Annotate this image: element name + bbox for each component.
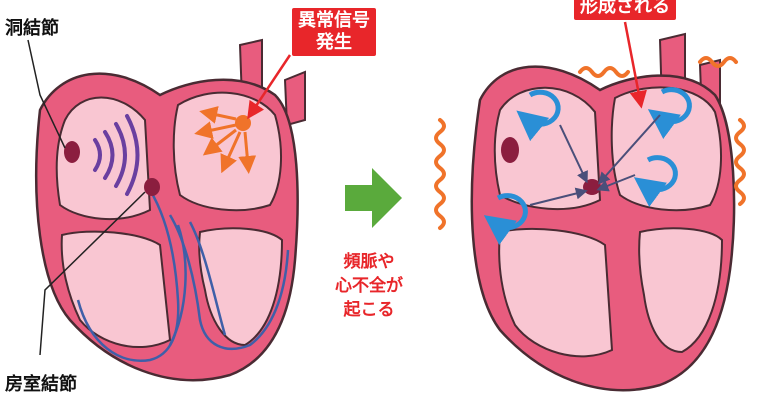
formed-pointer — [623, 21, 647, 109]
left-ventricle-1 — [60, 230, 172, 348]
right-heart — [434, 21, 746, 392]
av-node-marker-right — [583, 179, 601, 195]
av-node-leader — [39, 191, 146, 356]
left-atrium-2 — [172, 91, 283, 212]
transition-arrow — [345, 168, 402, 228]
abnormal-signal-source — [235, 115, 251, 131]
fibrillation-squiggles — [434, 56, 746, 230]
sa-node-label: 洞結節 — [5, 18, 59, 39]
conduction-pathway — [76, 189, 290, 362]
left-atrium-1 — [55, 96, 152, 221]
abnormal-signal-label: 異常信号 発生 — [292, 8, 376, 56]
formed-label: 形成される — [574, 0, 676, 20]
reentry-circles — [483, 87, 692, 245]
right-ventricle-1 — [498, 227, 614, 358]
av-node-marker — [144, 178, 160, 196]
right-ventricle-2 — [638, 227, 724, 354]
sa-node-marker — [64, 141, 80, 163]
abnormal-signal-arrows — [194, 106, 257, 174]
converging-arrows — [529, 114, 661, 206]
abnormal-signal-pointer — [247, 54, 292, 120]
sa-node-marker-right — [501, 137, 519, 163]
outcome-note: 頻脈や 心不全が 起こる — [335, 252, 403, 320]
signal-waves — [93, 114, 140, 196]
left-heart — [27, 38, 306, 382]
right-atrium-2 — [610, 86, 723, 212]
av-node-label: 房室結節 — [5, 374, 77, 395]
sa-node-leader — [27, 39, 66, 149]
